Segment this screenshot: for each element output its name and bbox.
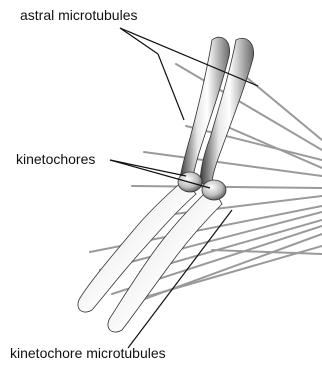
chromosome — [78, 37, 254, 332]
label-kinetochore-microtubules: kinetochore microtubules — [10, 345, 166, 361]
leader-kinetochore-1 — [110, 160, 186, 176]
label-kinetochores: kinetochores — [16, 151, 95, 167]
astral-microtubule — [132, 186, 322, 188]
label-astral-microtubules: astral microtubules — [20, 7, 138, 23]
kinetochore-right — [202, 180, 226, 200]
leader-astral-3 — [158, 54, 184, 120]
astral-microtubule — [240, 72, 322, 140]
astral-microtubule — [230, 128, 322, 168]
